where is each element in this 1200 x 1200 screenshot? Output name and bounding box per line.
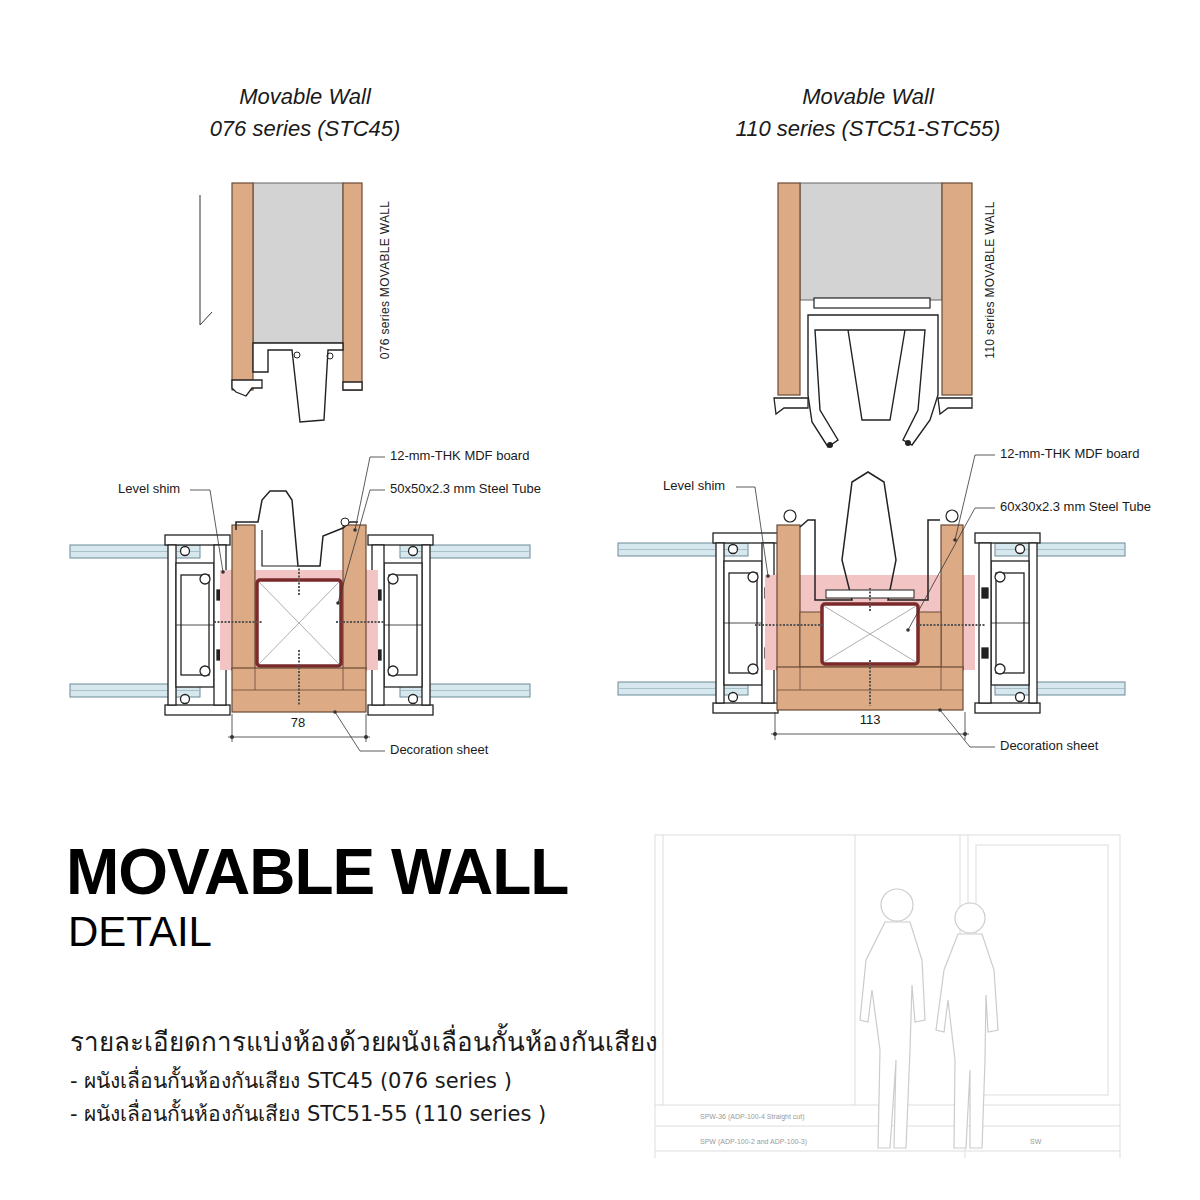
section-076 [200, 183, 362, 422]
callout-label: Level shim [663, 479, 725, 494]
callout-label: Decoration sheet [390, 743, 488, 758]
callout-label: 12-mm-THK MDF board [390, 449, 529, 464]
detail-076 [70, 457, 530, 751]
thai-bullet: - ผนังเลื่อนกั้นห้องกันเสียง STC45 (076 … [70, 1069, 512, 1093]
main-title: MOVABLE WALL [66, 836, 568, 910]
section-heading: 076 series (STC45) [210, 116, 401, 141]
elevation-sketch [655, 835, 1120, 1158]
vertical-label: 076 series MOVABLE WALL [379, 201, 393, 359]
person-silhouettes [860, 889, 998, 1148]
sketch-note: SPW (ADP-100-2 and ADP-100-3) [700, 1138, 807, 1146]
sketch-note: SW [1030, 1138, 1041, 1146]
subtitle: DETAIL [68, 908, 212, 956]
callout-label: Decoration sheet [1000, 739, 1098, 754]
section-heading: 110 series (STC51-STC55) [736, 116, 1001, 141]
callout-label: 12-mm-THK MDF board [1000, 447, 1139, 462]
dimension: 78 [291, 716, 305, 731]
thai-bullet: - ผนังเลื่อนกั้นห้องกันเสียง STC51-55 (1… [70, 1102, 546, 1126]
callout-label: Level shim [118, 482, 180, 497]
callout-label: 50x50x2.3 mm Steel Tube [390, 482, 541, 497]
callout-label: 60x30x2.3 mm Steel Tube [1000, 500, 1151, 515]
section-heading: Movable Wall [239, 84, 371, 109]
sketch-note: SPW-36 (ADP-100-4 Straight cut) [700, 1113, 805, 1121]
thai-heading: รายละเอียดการแบ่งห้องด้วยผนังเลื่อนกั้นห… [70, 1028, 658, 1058]
section-110 [774, 183, 972, 448]
detail-110 [618, 455, 1125, 747]
section-heading: Movable Wall [802, 84, 934, 109]
dimension: 113 [860, 713, 881, 728]
vertical-label: 110 series MOVABLE WALL [984, 201, 998, 358]
